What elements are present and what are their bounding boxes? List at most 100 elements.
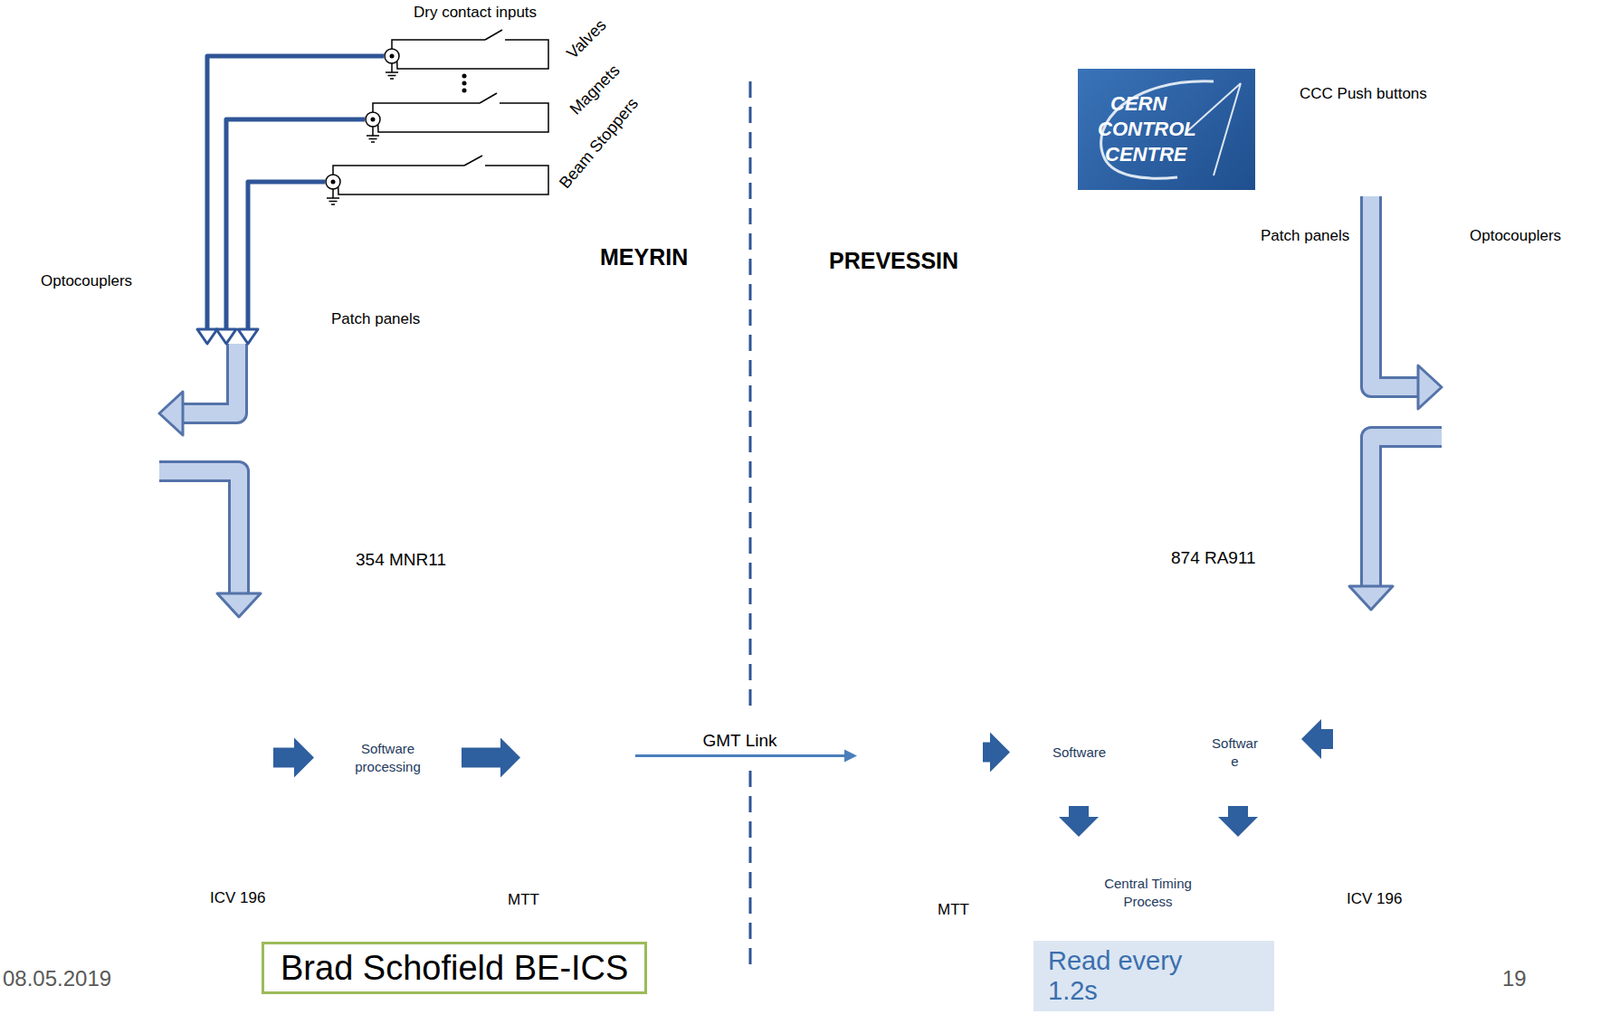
connector-arrow [1218, 806, 1258, 838]
cloud-shape [1168, 698, 1302, 807]
arrow-head [1418, 365, 1442, 410]
connector-arrow [273, 738, 315, 779]
free-label: MEYRIN [600, 244, 688, 271]
process-cloud: Central Timing Process [1025, 837, 1271, 950]
note-box: Read every 1.2s [1033, 941, 1275, 1012]
label-holder: Valves [562, 29, 611, 49]
cloud-outline [319, 694, 458, 830]
label-holder: CCC Push buttons [1299, 85, 1428, 104]
free-label: 19 [1502, 966, 1527, 992]
connector-arrow [159, 471, 261, 618]
photo-caption: MTT [937, 901, 970, 920]
label-holder: Patch panels [331, 310, 420, 329]
connector-terminal [365, 112, 381, 127]
photo-illustration [186, 343, 427, 526]
connector-terminal [384, 48, 400, 64]
building-region: 874 RA911 Patch panels Optocouplers [1147, 219, 1600, 587]
connector-arrow [635, 750, 858, 763]
photo-illustration [1441, 252, 1572, 557]
terminal-dot [371, 117, 376, 123]
label-holder: Beam Stoppers [542, 133, 656, 153]
connector-shaft [207, 56, 384, 330]
arrow-head [159, 391, 183, 436]
cloud-outline [1173, 707, 1298, 804]
connector-arrow [159, 343, 238, 436]
connector-shaft [1228, 806, 1248, 818]
connector-arrow [1371, 252, 1442, 410]
label-holder: PREVESSIN [828, 247, 959, 275]
switch-wire [366, 93, 549, 143]
connector-core [159, 471, 239, 594]
connector-shaft [226, 119, 365, 330]
cern-control-centre-logo: CERNCONTROLCENTRE [1077, 68, 1256, 191]
photo-illustration [33, 301, 160, 577]
cloud-outline [1035, 846, 1265, 946]
connector-shaft [273, 748, 295, 769]
arrow-head [1301, 719, 1322, 760]
equipment-photo: MTT [857, 624, 983, 895]
connector-arrow [982, 733, 1010, 773]
connector-core [1371, 437, 1442, 587]
connector-arrow [461, 738, 521, 779]
arrow-head [294, 738, 315, 779]
switch-symbol [383, 28, 550, 84]
process-cloud: Software [1009, 698, 1149, 807]
connector-core [1371, 252, 1419, 388]
region-name: 874 RA911 [1171, 548, 1257, 569]
equipment-photo: Optocouplers [33, 301, 160, 577]
label-holder: MEYRIN [600, 244, 688, 271]
logo-text: CONTROL [1097, 116, 1256, 143]
label-holder: Patch panels [1260, 227, 1350, 246]
equipment-photo: ICV 196 [183, 617, 274, 886]
connector-shaft [1321, 729, 1334, 750]
site-divider [749, 771, 753, 965]
arrow-head [1218, 817, 1258, 838]
label-holder: Optocouplers [1469, 227, 1562, 246]
photo-caption: Optocouplers [40, 272, 133, 291]
connector-terminal [325, 174, 341, 190]
connector-shaft [1360, 196, 1382, 253]
equipment-photo: CCC Push buttons [1263, 108, 1494, 197]
connector-core [1362, 196, 1380, 253]
switch-label: Valves [562, 15, 610, 63]
photo-caption: Patch panels [331, 310, 420, 329]
logo-text: CERN [1110, 91, 1256, 117]
dry-contact-switch: Magnets [364, 92, 550, 147]
label-holder: Magnets [563, 80, 627, 100]
label-holder: ICV 196 [209, 889, 266, 908]
connector-arrow [1371, 196, 1372, 253]
ellipsis-dot [462, 81, 467, 86]
label-holder: 08.05.2019 [2, 966, 112, 992]
dashed-border [11, 224, 474, 590]
terminal-dot [390, 54, 395, 59]
photo-illustration [1333, 609, 1427, 878]
equipment-photo: MTT [520, 620, 636, 888]
photo-caption: ICV 196 [209, 889, 266, 908]
process-cloud: Software processing [314, 681, 462, 835]
switch-symbol [324, 154, 550, 210]
connector-shaft [1371, 252, 1419, 388]
cloud-text: Central Timing Process [1089, 875, 1208, 912]
connector-shaft [461, 748, 501, 769]
photo-illustration [857, 624, 983, 895]
ellipsis-dot [462, 74, 467, 79]
site-divider [749, 81, 753, 715]
arrow-head [216, 329, 237, 344]
connector-shaft [1371, 437, 1442, 587]
connector-shaft [982, 742, 991, 763]
arrow-head [217, 593, 261, 618]
label-holder: MTT [937, 901, 970, 920]
note-text: Read every 1.2s [1047, 946, 1207, 1007]
label-holder: Optocouplers [40, 272, 133, 291]
arrow-head [1058, 817, 1099, 838]
label-holder: MTT [507, 891, 540, 910]
dry-contact-switch: Valves [383, 28, 550, 84]
connector-arrow [216, 119, 365, 344]
author-box: Brad Schofield BE-ICS [261, 942, 648, 995]
photo-caption: Optocouplers [1469, 227, 1562, 246]
cloud-outline [1015, 707, 1145, 804]
dashed-outline [1147, 219, 1600, 587]
building-region: 354 MNR11OptocouplersPatch panels [9, 222, 475, 591]
label-holder: Dry contact inputs [413, 3, 537, 22]
